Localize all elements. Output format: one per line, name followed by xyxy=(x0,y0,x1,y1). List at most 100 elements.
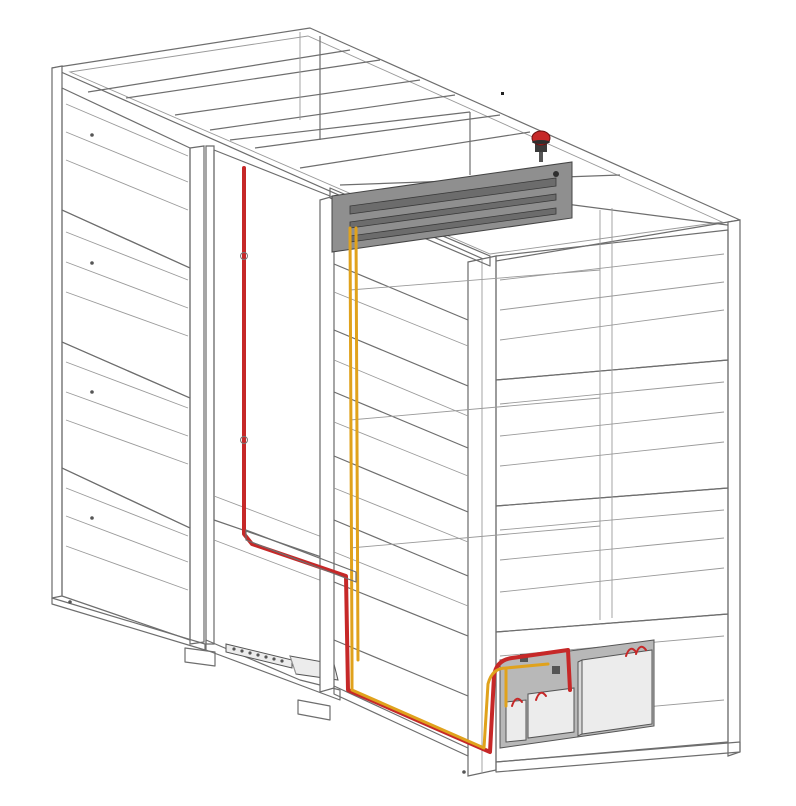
top-mounting-plate xyxy=(331,161,573,253)
shelf-rail xyxy=(65,159,189,211)
cable-gland xyxy=(535,691,547,701)
shelf-rail xyxy=(65,261,189,309)
bolt xyxy=(462,770,466,774)
bolt xyxy=(90,133,94,137)
left-panel-outline xyxy=(61,87,191,269)
cable-tray xyxy=(245,529,357,583)
shelf-rail xyxy=(65,391,189,437)
top-crossbar xyxy=(125,59,381,99)
shelf-rail xyxy=(65,103,189,157)
middle-rail xyxy=(213,495,331,541)
right-panel xyxy=(495,613,729,763)
plate-slot xyxy=(349,177,557,215)
shelf-rail xyxy=(65,231,189,281)
front-bottom-rail xyxy=(333,685,469,757)
connector-box-edge xyxy=(289,655,297,675)
bolt xyxy=(90,516,94,520)
cable-gland xyxy=(635,645,647,655)
front-rail xyxy=(333,263,469,321)
terminal xyxy=(280,659,284,663)
left-side-frame xyxy=(51,65,206,651)
shelf-rail xyxy=(65,131,189,183)
beacon-light xyxy=(531,130,551,162)
front-rail xyxy=(333,581,469,637)
top-crossbar xyxy=(299,131,531,169)
top-crossbar xyxy=(174,79,421,116)
right-bottom-rail xyxy=(495,741,741,773)
enclosure-small xyxy=(505,699,527,743)
yellow-cable-run xyxy=(348,226,550,750)
enclosure-medium xyxy=(527,687,575,739)
enclosure-large xyxy=(581,649,653,735)
enclosure-large-side xyxy=(577,659,583,737)
middle-rail xyxy=(213,539,331,585)
middle-frame xyxy=(184,145,341,721)
right-back-post xyxy=(727,219,741,757)
beacon-band xyxy=(532,140,550,144)
marker-dot xyxy=(501,92,504,95)
shelf-rail xyxy=(65,291,189,337)
shelf-rail xyxy=(65,515,189,563)
bolt xyxy=(68,600,72,604)
front-rail xyxy=(333,551,469,607)
shelf-rail xyxy=(65,545,189,591)
cable-clip xyxy=(240,436,248,444)
terminal xyxy=(248,651,252,655)
left-bottom-rail xyxy=(51,597,206,651)
interior-shelf xyxy=(349,525,601,549)
top-crossbar xyxy=(87,49,351,93)
yellow-signal-cable xyxy=(348,226,550,750)
base-electrical-enclosure xyxy=(499,639,655,749)
base-foot xyxy=(297,699,331,721)
interior-shelf xyxy=(349,397,601,421)
left-panel-outline xyxy=(61,341,191,529)
terminal xyxy=(264,655,268,659)
left-shelf-rails xyxy=(65,103,189,591)
front-rail xyxy=(333,455,469,513)
bolt xyxy=(90,390,94,394)
cable-clip xyxy=(240,252,248,260)
left-panel-outline xyxy=(61,467,191,641)
terminal xyxy=(256,653,260,657)
terminal xyxy=(232,647,236,651)
middle-back-panel xyxy=(213,149,331,561)
cable-gland xyxy=(511,697,523,707)
top-beam xyxy=(229,111,471,141)
right-side-frame xyxy=(319,187,741,777)
front-face-rails xyxy=(333,263,469,697)
terminal-strip xyxy=(225,643,293,669)
left-front-post xyxy=(51,65,63,599)
front-rail xyxy=(333,421,469,477)
front-rail xyxy=(333,329,469,387)
front-rail xyxy=(333,639,469,697)
base-foot xyxy=(184,647,216,667)
yellow-cable-run xyxy=(354,226,360,662)
top-crossbar xyxy=(209,94,456,131)
plate-slot xyxy=(349,193,557,229)
connector xyxy=(552,666,560,674)
top-crossbar xyxy=(254,114,501,149)
front-rail xyxy=(333,359,469,417)
plate-mounting-hole xyxy=(553,171,559,177)
interior-shelves xyxy=(349,208,613,620)
red-power-cable xyxy=(240,166,572,754)
beacon-base xyxy=(535,144,547,152)
shelf-rail xyxy=(65,361,189,409)
shelf-rail xyxy=(65,419,189,465)
terminal xyxy=(272,657,276,661)
middle-post xyxy=(205,145,215,645)
front-inner-post xyxy=(319,195,335,693)
front-rail xyxy=(333,487,469,543)
cable-gland xyxy=(625,647,637,657)
left-mid-post xyxy=(189,145,205,645)
red-cable-run xyxy=(242,166,572,754)
interior-shelf xyxy=(349,269,601,291)
beacon-stem xyxy=(539,152,543,162)
shelf-rail xyxy=(65,487,189,537)
top-frame xyxy=(51,27,741,263)
terminal xyxy=(240,649,244,653)
bolt xyxy=(90,261,94,265)
middle-bottom-frame xyxy=(205,639,341,701)
